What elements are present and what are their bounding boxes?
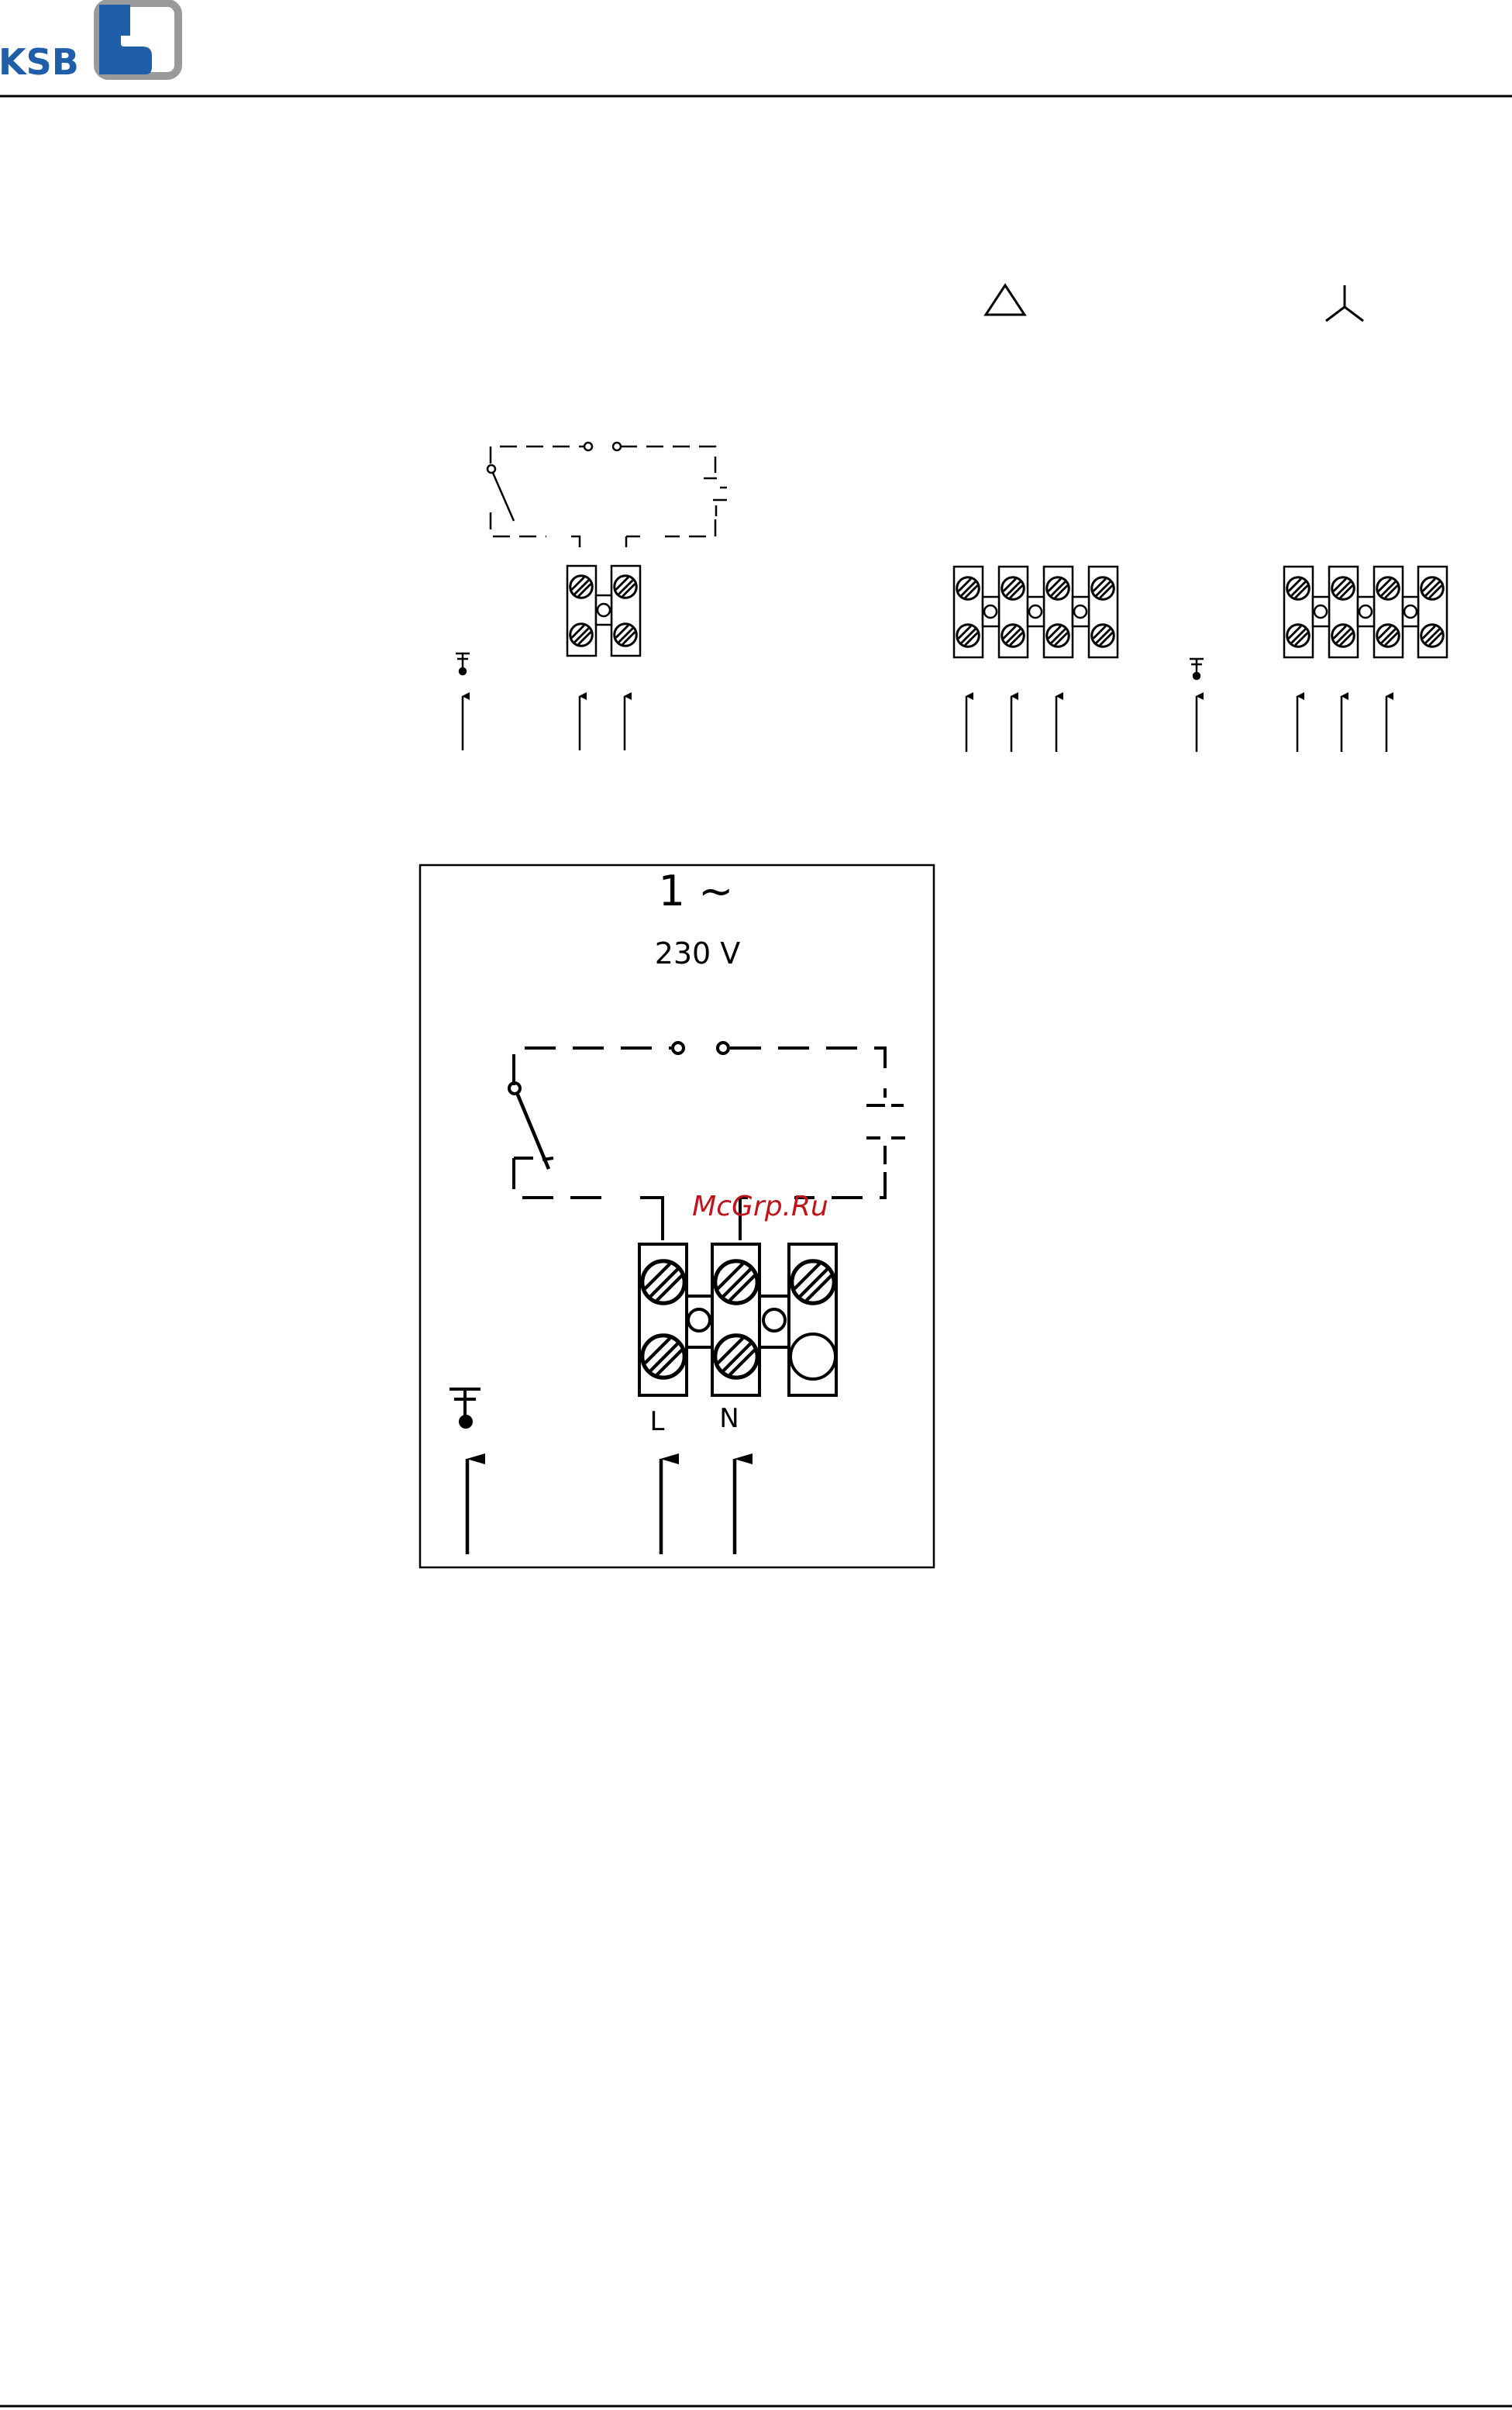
screw-icon: [1002, 578, 1025, 600]
terminal-label-l: L: [650, 1406, 665, 1437]
star-arm-right: [1345, 307, 1363, 321]
screw-icon: [570, 576, 593, 598]
screw-icon: [1332, 578, 1355, 600]
delta-symbol-icon: △: [986, 285, 1025, 315]
small-single-phase-diagram: [456, 443, 727, 750]
screw-icon: [1287, 625, 1310, 647]
switch-pivot: [487, 465, 495, 473]
terminal-empty-socket: [790, 1334, 835, 1379]
dashed-box-bottom-left: [491, 512, 546, 536]
screw-icon: [642, 1336, 684, 1377]
screw-icon: [570, 624, 593, 646]
earth-icon: [449, 1389, 480, 1427]
screw-icon: [792, 1261, 834, 1303]
phase-label: 1 ~: [659, 867, 734, 915]
screw-icon: [1332, 625, 1355, 647]
contact-circle-1: [584, 443, 592, 450]
screw-icon: [615, 576, 637, 598]
star-symbol-icon: Y: [1326, 285, 1363, 321]
star-arm-left: [1326, 307, 1345, 321]
ksb-logo: KSB: [0, 3, 178, 83]
terminal-link-hole: [1359, 605, 1372, 618]
terminal-link-hole: [1404, 605, 1417, 618]
logo-block-top: [99, 5, 130, 36]
star-terminal-block: [1284, 567, 1447, 752]
watermark: McGrp.Ru: [692, 1191, 828, 1222]
dashed-box-top-left: [514, 1048, 671, 1085]
contact-circle-2: [718, 1043, 728, 1053]
screw-icon: [642, 1261, 684, 1303]
switch-contact: [542, 1158, 553, 1160]
dashed-box-bottom-right: [665, 519, 715, 536]
wire-l: [640, 1198, 663, 1240]
screw-icon: [1092, 625, 1114, 647]
screw-icon: [715, 1336, 757, 1377]
capacitor-mark: [866, 1088, 905, 1164]
screw-icon: [1287, 578, 1310, 600]
terminal-link-hole: [1074, 605, 1087, 618]
screw-icon: [1047, 578, 1069, 600]
contact-circle-1: [673, 1043, 684, 1053]
contact-circle-2: [613, 443, 621, 450]
terminal-label-n: N: [719, 1403, 739, 1434]
terminal-link-hole: [984, 605, 997, 618]
screw-icon: [1047, 625, 1069, 647]
screw-icon: [715, 1261, 757, 1303]
terminal-link-hole: [688, 1309, 710, 1331]
delta-terminal-block: [954, 567, 1118, 752]
screw-icon: [1377, 578, 1400, 600]
wire-left: [571, 536, 580, 547]
dashed-box-top-right: [730, 1048, 885, 1079]
voltage-label: 230 V: [655, 936, 741, 971]
screw-icon: [1377, 625, 1400, 647]
screw-icon: [1421, 578, 1444, 600]
capacitor-mark: [704, 478, 727, 516]
screw-icon: [957, 578, 980, 600]
screw-icon: [1002, 625, 1025, 647]
dashed-box-bottom-left: [514, 1158, 604, 1198]
earth-icon: [456, 653, 470, 674]
terminal-link-hole: [763, 1309, 785, 1331]
switch-blade: [493, 473, 514, 521]
logo-text: KSB: [0, 41, 79, 83]
terminal-link-hole: [598, 604, 610, 616]
detail-diagram-box: 1 ~ 230 V: [420, 865, 934, 1567]
screw-icon: [1092, 578, 1114, 600]
screw-icon: [1421, 625, 1444, 647]
terminal-link-hole: [1029, 605, 1042, 618]
logo-block-bottom: [99, 36, 152, 74]
screw-icon: [957, 625, 980, 647]
delta-triangle: [986, 285, 1025, 315]
dashed-box-top-right: [620, 446, 715, 473]
earth-icon: [1190, 659, 1204, 752]
terminal-link-hole: [1314, 605, 1327, 618]
dashed-box-top-left: [491, 446, 585, 464]
screw-icon: [615, 624, 637, 646]
